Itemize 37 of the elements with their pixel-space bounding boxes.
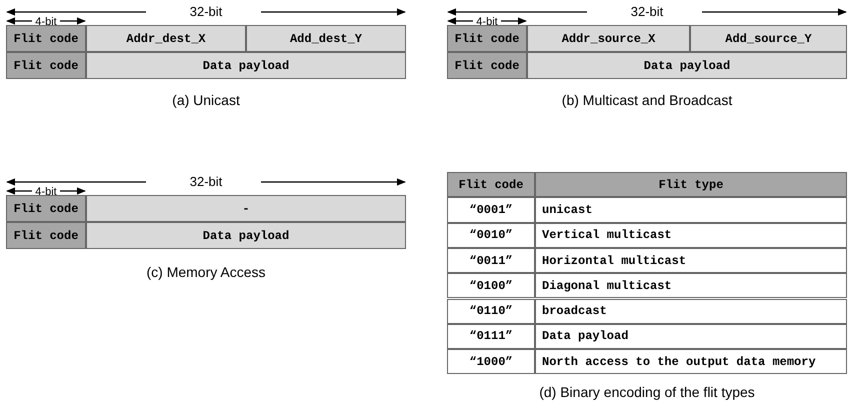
table-cell: Data payload — [535, 324, 847, 350]
table-header-cell: Flit type — [535, 172, 847, 198]
dimension-label: 4-bit — [34, 16, 58, 27]
table-cell: “0011” — [447, 248, 535, 274]
field-cell: Addr_dest_X — [86, 25, 246, 52]
field-cell: Flit code — [447, 25, 527, 52]
field-cell: Addr_source_X — [527, 25, 690, 52]
table-cell: Horizontal multicast — [535, 248, 847, 274]
field-cell: Flit code — [6, 52, 86, 79]
caption: (a) Unicast — [171, 91, 241, 110]
table-cell: Diagonal multicast — [535, 273, 847, 298]
dimension-label: 4-bit — [475, 16, 499, 27]
table-cell: broadcast — [535, 298, 847, 324]
field-cell: Add_dest_Y — [246, 25, 406, 52]
table-cell: North access to the output data memory — [535, 349, 847, 374]
table-cell: Vertical multicast — [535, 222, 847, 248]
table-header-cell: Flit code — [447, 172, 535, 198]
field-cell: - — [86, 195, 406, 222]
table-cell: “0110” — [447, 298, 535, 324]
field-cell: Data payload — [527, 52, 847, 79]
field-cell: Flit code — [6, 25, 86, 52]
table-cell: “0111” — [447, 324, 535, 350]
caption: (c) Memory Access — [145, 263, 266, 282]
field-cell: Data payload — [86, 222, 406, 249]
table-cell: “0001” — [447, 197, 535, 223]
caption: (d) Binary encoding of the flit types — [538, 383, 756, 402]
table-cell: “0100” — [447, 273, 535, 298]
field-cell: Flit code — [6, 222, 86, 249]
table-cell: “0010” — [447, 222, 535, 248]
field-cell: Add_source_Y — [690, 25, 847, 52]
field-cell: Flit code — [447, 52, 527, 79]
dimension-label: 4-bit — [34, 186, 58, 197]
caption: (b) Multicast and Broadcast — [560, 91, 734, 110]
field-cell: Data payload — [86, 52, 406, 79]
table-cell: “1000” — [447, 349, 535, 374]
table-cell: unicast — [535, 197, 847, 223]
field-cell: Flit code — [6, 195, 86, 222]
